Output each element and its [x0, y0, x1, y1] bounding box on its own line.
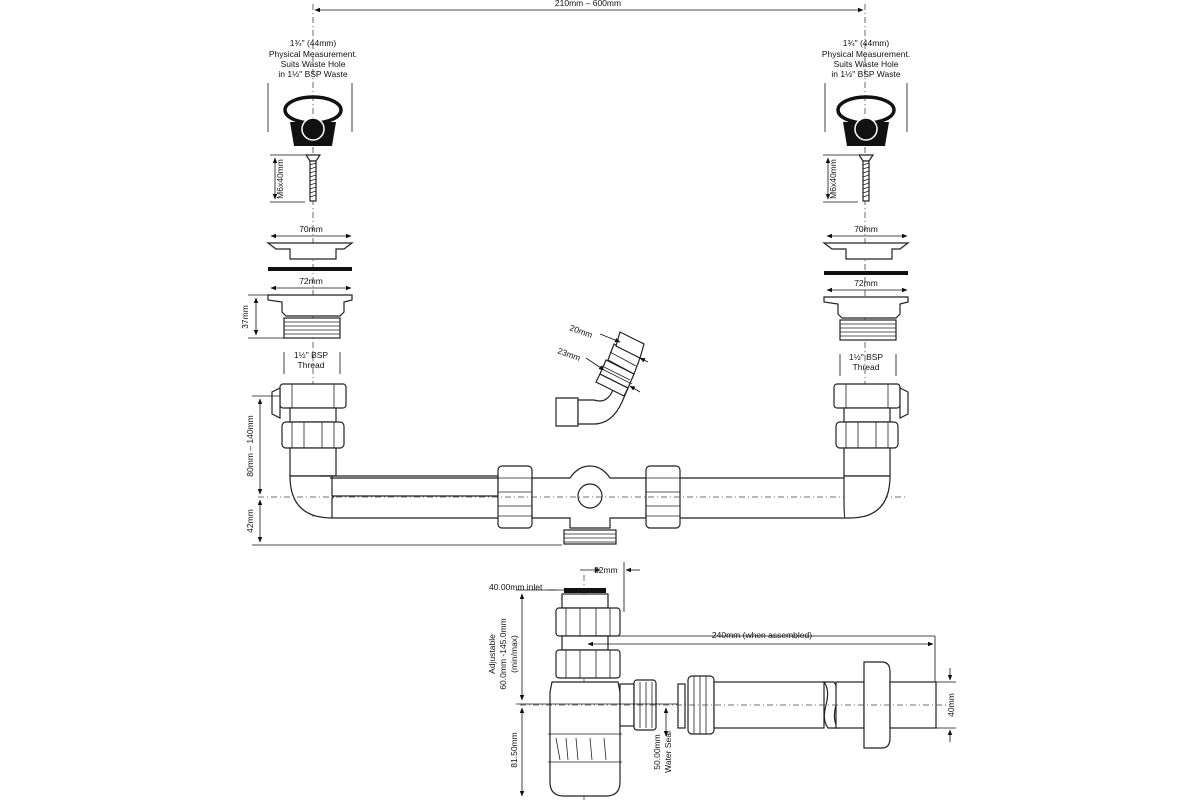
left-flange-top-label: 70mm: [299, 224, 323, 234]
left-flange: [266, 233, 354, 339]
right-spec-line3: Suits Waste Hole: [834, 59, 899, 69]
trap-seal-line2: Water Seal: [663, 731, 673, 773]
right-spec-line1: 1¾" (44mm): [843, 38, 890, 48]
left-body-height-label: 37mm: [240, 305, 250, 329]
trap-adjust-line2: 60.0mm -145.0mm: [498, 618, 508, 689]
right-flange-top-label: 70mm: [854, 224, 878, 234]
bottle-trap: [548, 562, 657, 800]
right-flange-body-label: 72mm: [854, 278, 878, 288]
left-height-range-label: 80mm – 140mm: [245, 415, 255, 476]
spigot-outer-label: 20mm: [568, 322, 594, 339]
top-span-label: 210mm – 600mm: [555, 0, 621, 8]
left-plug: [267, 83, 353, 146]
right-vertical-pipe: [833, 383, 909, 519]
top-span-dimension: [312, 4, 866, 520]
right-flange: [822, 233, 910, 341]
trap-adjust-line1: Adjustable: [487, 634, 497, 674]
right-spec-line2: Physical Measurement.: [822, 49, 910, 59]
horizontal-pipe-system: [258, 465, 905, 545]
right-spec-line4: in 1½" BSP Waste: [831, 69, 900, 79]
spigot-dims: [585, 333, 649, 393]
left-thread-line1: 1½" BSP: [294, 350, 329, 360]
left-flange-body-label: 72mm: [299, 276, 323, 286]
right-screw: [823, 154, 875, 203]
trap-assembled-label: 240mm (when assembled): [712, 630, 812, 640]
trap-depth-label: 81.50mm: [509, 732, 519, 767]
spigot-inner-label: 23mm: [556, 345, 582, 362]
right-thread-line2: Thread: [853, 362, 880, 372]
left-vertical-pipe: [271, 383, 347, 519]
left-spec-line2: Physical Measurement.: [269, 49, 357, 59]
trap-outlet-pipe: [520, 661, 956, 749]
left-screw-label: M6x40mm: [275, 159, 285, 199]
left-body-height-dim: [248, 294, 284, 339]
left-offset-label: 42mm: [245, 509, 255, 533]
left-spec-line1: 1¾" (44mm): [290, 38, 337, 48]
left-spec-line3: Suits Waste Hole: [281, 59, 346, 69]
trap-left-dims: [516, 589, 686, 797]
left-height-dims: [252, 395, 562, 546]
left-screw: [270, 154, 322, 203]
right-thread-line1: 1½" BSP: [849, 352, 884, 362]
left-spec-line4: in 1½" BSP Waste: [278, 69, 347, 79]
trap-outlet-dia-label: 40mm: [946, 693, 956, 717]
trap-inlet-label: 40.00mm inlet: [489, 582, 543, 592]
trap-adjust-line3: (min/max): [509, 635, 519, 673]
right-screw-label: M6x40mm: [828, 159, 838, 199]
left-thread-line2: Thread: [298, 360, 325, 370]
trap-seal-line1: 50.00mm: [652, 734, 662, 769]
spigot-connector: [555, 331, 645, 427]
right-plug: [824, 83, 908, 146]
trap-outlet-label: 32mm: [594, 565, 618, 575]
